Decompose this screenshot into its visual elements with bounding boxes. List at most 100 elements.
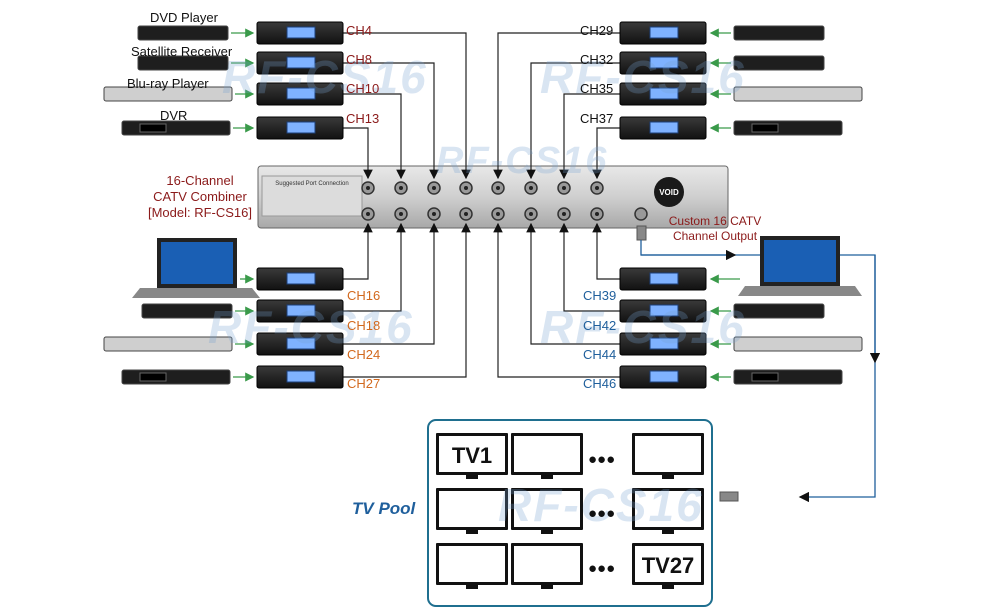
source-label-satellite: Satellite Receiver [131,44,233,59]
devices [103,21,863,389]
channel-link [343,62,439,180]
channel-label: CH13 [346,111,380,126]
channel-link [526,62,620,180]
channel-label: CH39 [583,288,617,303]
modulator-display [649,337,679,350]
channel-link [343,127,373,180]
combiner-label-line1: 16-Channel [166,173,234,188]
output-label: Custom 16 CATV Channel Output [660,214,770,244]
source-device [103,336,233,352]
modulator-display [286,304,316,317]
tv-ellipsis: ●●● [588,451,616,468]
watermark: RF-CS16 [540,51,746,103]
source-device [733,336,863,352]
tv-panel [514,436,580,472]
modulator-display [649,87,679,100]
combiner-badge: VOID [659,188,679,197]
tv-panel [439,546,505,582]
tv-stand [662,530,674,534]
combiner-panel-label: Suggested Port Connection [275,181,348,187]
source-device [733,25,825,41]
combiner-label: 16-Channel CATV Combiner [Model: RF-CS16… [140,173,260,221]
tv-panel [635,436,701,472]
port-pin [366,186,370,190]
channel-link [343,222,406,312]
tv-panel [635,491,701,527]
channel-label: CH24 [347,347,381,362]
channel-link [592,127,620,180]
watermark: RF-CS16 [208,301,414,353]
tv-pool-label: TV Pool [352,499,416,518]
port-pin [562,212,566,216]
tv-stand [541,530,553,534]
channel-label: CH8 [346,52,373,67]
tv-stand [466,585,478,589]
tv-stand [466,530,478,534]
output-port [634,207,648,221]
source-device [121,120,231,136]
port-pin [595,186,599,190]
channel-label: CH46 [583,376,617,391]
tv-panel [514,491,580,527]
modulator-display [649,26,679,39]
channel-link [343,32,471,180]
channel-link [343,222,439,345]
channel-label: CH37 [580,111,614,126]
channel-link [343,222,471,378]
channel-label: CH35 [580,81,614,96]
port-pin [496,186,500,190]
dvr-display [139,123,167,133]
channel-label: CH42 [583,318,617,333]
tv27-label: TV27 [641,553,695,578]
laptop-right [738,236,862,296]
port-pin [399,212,403,216]
dvr-display [751,123,779,133]
tv-stand [662,475,674,479]
port-pin [529,186,533,190]
channel-link [493,32,620,180]
port-pin [366,212,370,216]
modulator-display [286,370,316,383]
channel-label: CH18 [347,318,381,333]
output-label-line1: Custom 16 CATV [668,214,762,228]
tv-panel [514,546,580,582]
port-pin [432,212,436,216]
source-label-dvd: DVD Player [150,10,218,25]
tv-panel [439,436,505,472]
output-cable [636,225,881,503]
port-pin [464,186,468,190]
port-pin [496,212,500,216]
modulator-display [649,121,679,134]
source-device [733,86,863,102]
channel-label: CH10 [346,81,380,96]
tv-panel [439,491,505,527]
source-device [733,120,843,136]
port-pin [529,212,533,216]
tv-stand [662,585,674,589]
tv1-label: TV1 [451,443,493,468]
dvr-display [139,372,167,382]
channel-label: CH27 [347,376,381,391]
tv-stand [541,475,553,479]
source-device [137,55,229,71]
tv-ellipsis: ●●● [588,560,616,577]
port-pin [562,186,566,190]
port-pin [595,212,599,216]
channel-label: CH32 [580,52,614,67]
port-pin [399,186,403,190]
channel-label: CH16 [347,288,381,303]
source-device [733,55,825,71]
channel-link [343,93,406,180]
channel-links [231,28,740,382]
source-device [137,25,229,41]
modulator-display [286,121,316,134]
port-pin [432,186,436,190]
combiner-label-line2: CATV Combiner [153,189,247,204]
modulator-display [649,370,679,383]
source-device [141,303,233,319]
modulator-display [286,26,316,39]
source-label-dvr: DVR [160,108,188,123]
source-device [121,369,231,385]
modulator-display [286,56,316,69]
